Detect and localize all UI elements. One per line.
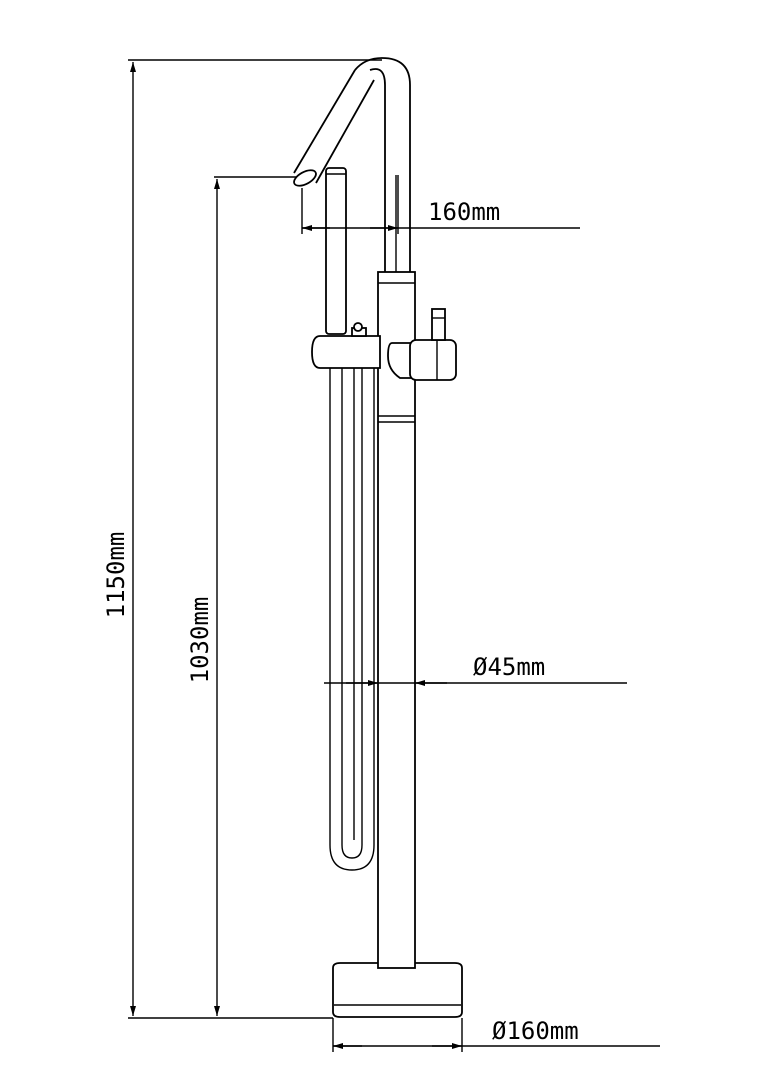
dimension-column-diameter: Ø45mm (324, 653, 627, 686)
dimension-base-diameter: Ø160mm (332, 1017, 660, 1052)
label-column-diameter: Ø45mm (473, 653, 545, 681)
mixer-handle (387, 308, 457, 381)
spout-arm (293, 69, 375, 187)
label-spout-reach: 160mm (428, 198, 500, 226)
hand-shower (325, 167, 347, 335)
dimension-total-height: 1150mm (102, 59, 382, 1019)
label-total-height: 1150mm (102, 532, 130, 619)
label-spout-height: 1030mm (186, 597, 214, 684)
label-base-diameter: Ø160mm (492, 1017, 579, 1045)
freestanding-faucet (293, 57, 463, 1018)
shower-holder (311, 322, 381, 369)
dimension-spout-height: 1030mm (186, 176, 296, 1016)
base-plate (332, 962, 463, 1018)
main-column (377, 271, 416, 969)
spout-column (354, 57, 411, 272)
shower-hose (329, 368, 375, 871)
dimension-spout-reach: 160mm (301, 175, 580, 234)
